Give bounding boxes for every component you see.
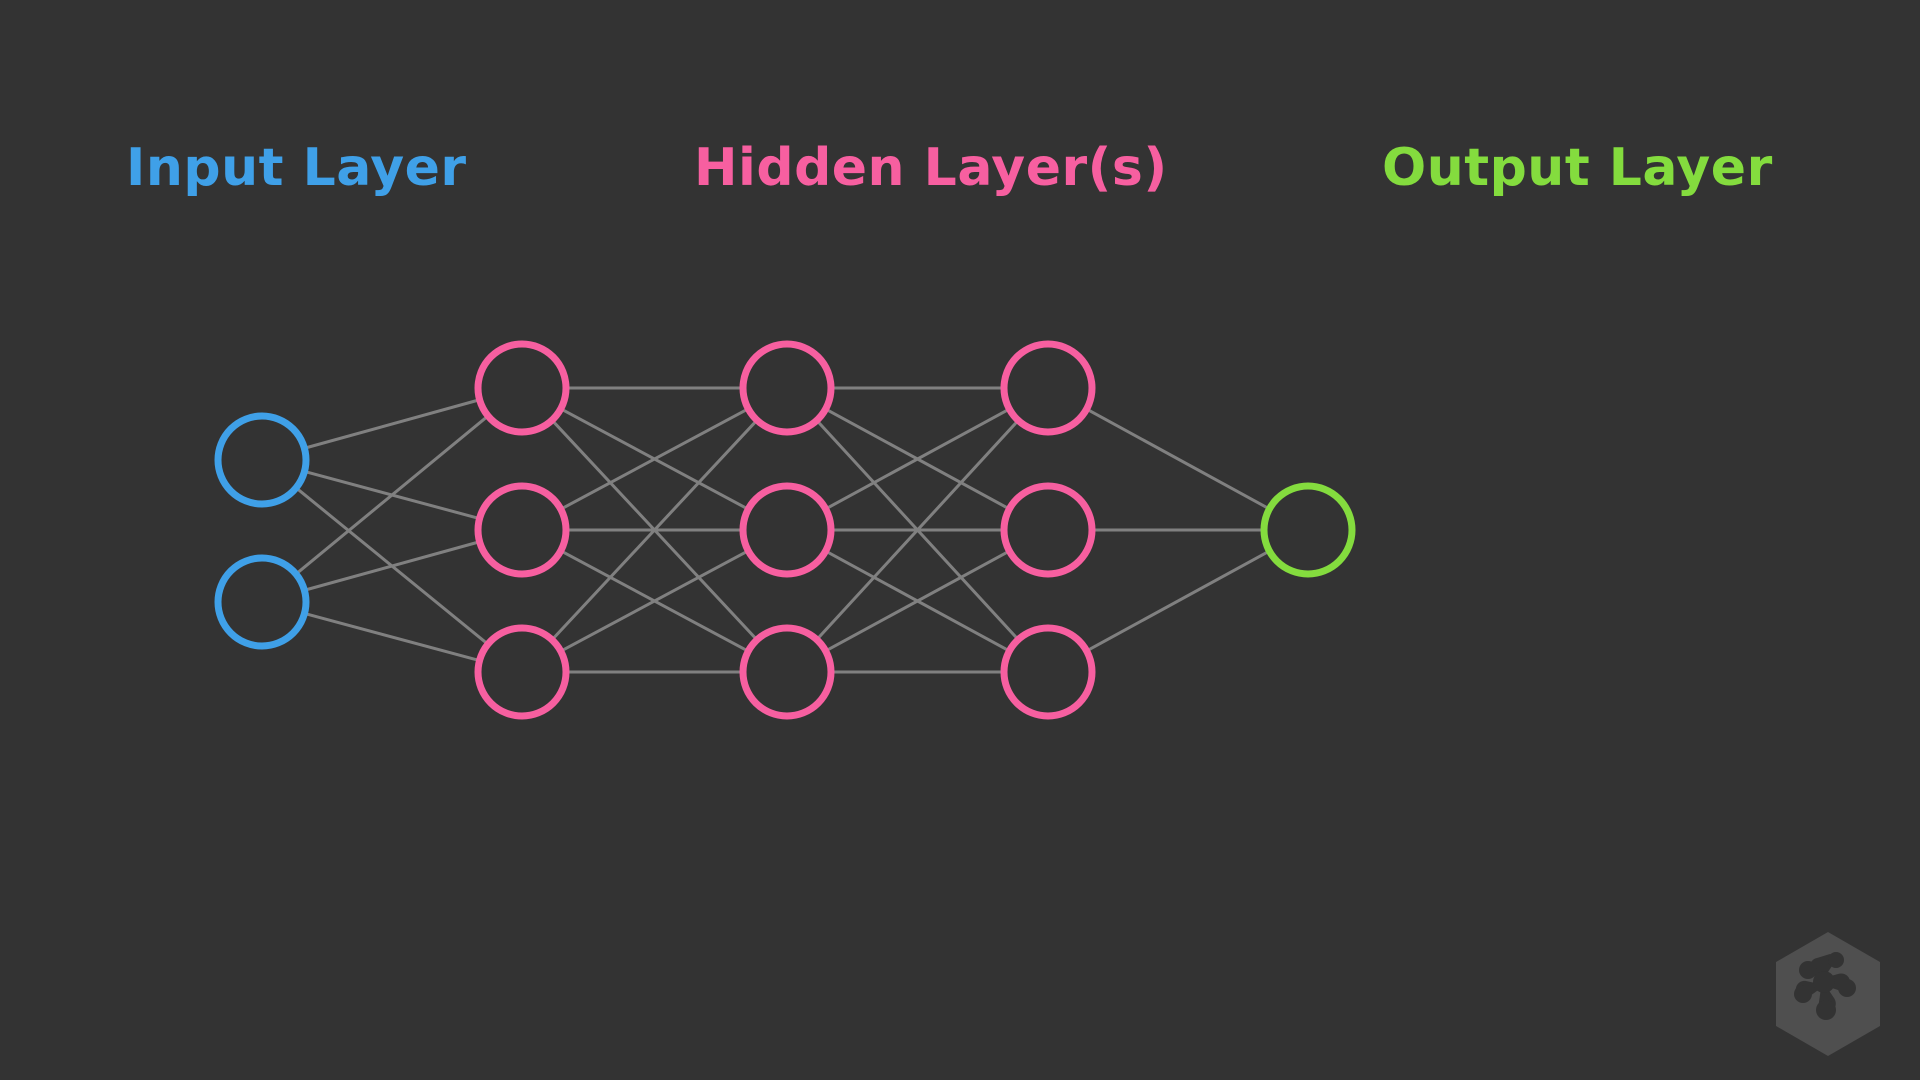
connection-edge — [559, 549, 750, 653]
neuron-node-o1[interactable] — [1260, 482, 1356, 578]
neuron-node-i2[interactable] — [214, 554, 310, 650]
node-layer — [214, 340, 1356, 720]
output-layer-title: Output Layer — [1382, 138, 1773, 198]
neuron-node-h3_3[interactable] — [1000, 624, 1096, 720]
connection-edge — [302, 611, 482, 663]
input-layer-title: Input Layer — [126, 138, 467, 198]
neuron-node-h2_1[interactable] — [739, 340, 835, 436]
hexagon-neuron-logo-icon — [1776, 932, 1880, 1056]
neuron-node-h2_2[interactable] — [739, 482, 835, 578]
connection-edge — [302, 398, 482, 450]
connection-edge — [824, 407, 1011, 511]
neuron-node-h2_3[interactable] — [739, 624, 835, 720]
connection-edge — [559, 407, 750, 511]
neuron-node-h3_1[interactable] — [1000, 340, 1096, 436]
neuron-node-h1_1[interactable] — [474, 340, 570, 436]
connection-edge — [824, 549, 1011, 653]
hidden-layer-title: Hidden Layer(s) — [694, 138, 1168, 198]
neuron-node-h1_3[interactable] — [474, 624, 570, 720]
connection-edge — [550, 418, 759, 642]
neuron-node-h1_2[interactable] — [474, 482, 570, 578]
connection-edge — [815, 418, 1020, 642]
connection-edge — [302, 540, 482, 592]
neuron-node-i1[interactable] — [214, 412, 310, 508]
edge-layer — [294, 386, 1271, 674]
connection-edge — [294, 414, 490, 576]
neuron-node-h3_2[interactable] — [1000, 482, 1096, 578]
connection-edge — [1085, 407, 1271, 511]
connection-edge — [1085, 549, 1271, 653]
